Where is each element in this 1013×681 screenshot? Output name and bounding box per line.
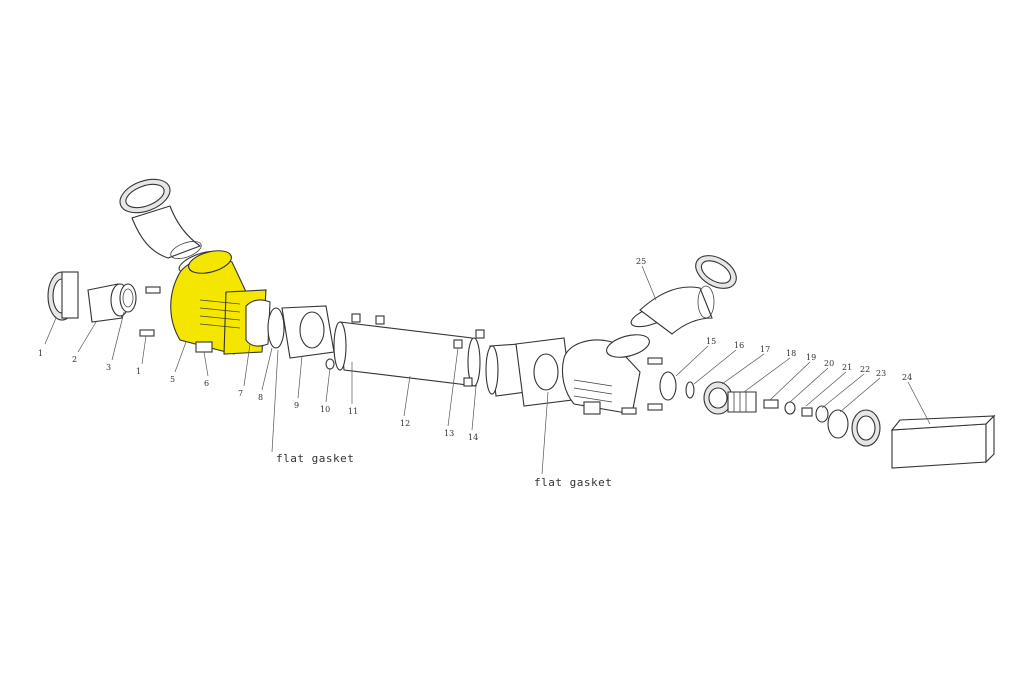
- callout-5: 5: [170, 375, 175, 384]
- bolts-left: [139, 286, 161, 337]
- right-elbow-25: [639, 285, 715, 335]
- thread-18: [727, 391, 757, 413]
- callout-10: 10: [320, 405, 330, 414]
- leader-lines: [44, 265, 931, 475]
- callout-11: 11: [348, 407, 358, 416]
- callout-12: 12: [400, 419, 410, 428]
- left-tail-piece-2: [87, 283, 130, 323]
- callout-24: 24: [902, 373, 912, 382]
- left-o-ring-3: [119, 283, 137, 313]
- small-parts-19-22: [763, 399, 829, 423]
- callout-9: 9: [294, 401, 299, 410]
- bolts-right: [621, 357, 663, 415]
- fitting-15: [659, 371, 677, 401]
- callout-20: 20: [824, 359, 834, 368]
- end-cap-23: [827, 409, 881, 447]
- right-valve-body: [561, 334, 650, 415]
- washer-16: [685, 381, 695, 399]
- housing-24: [890, 414, 996, 469]
- left-top-union-nut: [119, 178, 171, 214]
- left-elbow: [131, 205, 202, 259]
- callout-6: 6: [204, 379, 209, 388]
- callout-21: 21: [842, 363, 852, 372]
- callout-13: 13: [444, 429, 454, 438]
- union-17: [703, 381, 733, 415]
- callout-15: 15: [706, 337, 716, 346]
- flat-gasket-label-right: flat gasket: [534, 476, 612, 489]
- callout-25: 25: [636, 257, 646, 266]
- callout-numbers: 1 2 3 1 5 6 7 8 9 10 11 12 13 14 15 16 1…: [38, 257, 912, 442]
- left-flange-gasket: [245, 299, 285, 349]
- callout-8: 8: [258, 393, 263, 402]
- callout-23: 23: [876, 369, 886, 378]
- pipe-12: [333, 321, 481, 387]
- callout-1-bolt: 1: [136, 367, 141, 376]
- callout-1: 1: [38, 349, 43, 358]
- callout-17: 17: [760, 345, 770, 354]
- callout-22: 22: [860, 365, 870, 374]
- callout-14: 14: [468, 433, 478, 442]
- left-flange-plate-9: [281, 305, 335, 359]
- flat-gasket-label-left: flat gasket: [276, 452, 354, 465]
- callout-16: 16: [734, 341, 744, 350]
- right-flange-plate: [515, 337, 573, 407]
- callout-3: 3: [106, 363, 111, 372]
- callout-2: 2: [72, 355, 77, 364]
- right-top-union-nut: [695, 255, 737, 289]
- callout-18: 18: [786, 349, 796, 358]
- left-union-nut-1: [47, 271, 79, 321]
- callout-7: 7: [238, 389, 243, 398]
- callout-19: 19: [806, 353, 816, 362]
